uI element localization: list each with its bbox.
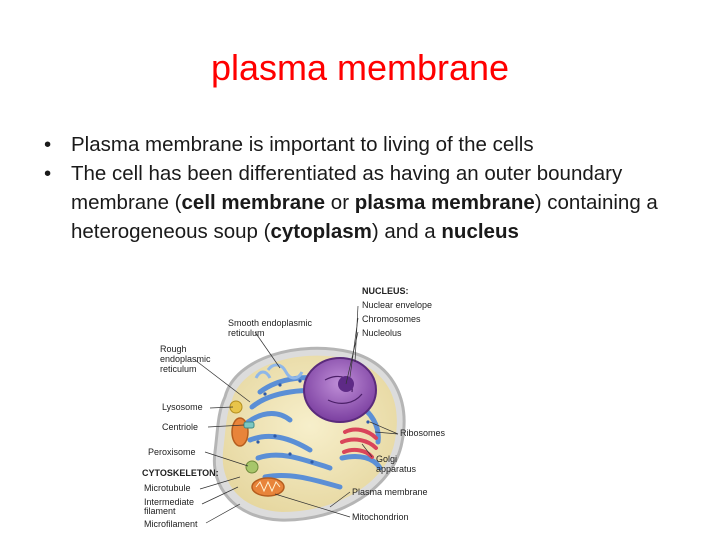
bullet-dot: • [44, 162, 52, 185]
bold-term: nucleus [441, 220, 519, 243]
label-chromosomes: Chromosomes [362, 314, 421, 324]
bold-term: plasma membrane [354, 191, 535, 214]
label-intermediate-line2: filament [144, 506, 176, 516]
bullet-run: or [325, 191, 355, 214]
label-lysosome: Lysosome [162, 402, 203, 412]
label-plasma-membrane: Plasma membrane [352, 487, 428, 497]
cell-illustration: NUCLEUS: Nuclear envelope Chromosomes Nu… [142, 286, 446, 529]
smooth-er-shape [254, 363, 304, 380]
label-rough-er-line3: reticulum [160, 364, 197, 374]
label-centriole: Centriole [162, 422, 198, 432]
peroxisome-shape [245, 460, 259, 474]
label-microfilament: Microfilament [144, 519, 198, 529]
bullet-text: The cell has been differentiated as havi… [71, 162, 658, 243]
golgi-apparatus-shape [340, 427, 378, 459]
bullet-item: • Plasma membrane is important to living… [44, 130, 694, 159]
label-smooth-er-line2: reticulum [228, 328, 265, 338]
animal-cell-diagram: NUCLEUS: Nuclear envelope Chromosomes Nu… [140, 282, 450, 538]
nucleus-shape [303, 357, 377, 423]
mitochondrion-shape [231, 417, 285, 497]
label-golgi-line1: Golgi [376, 454, 397, 464]
slide-title: plasma membrane [210, 47, 510, 88]
label-golgi-line2: apparatus [376, 464, 417, 474]
centriole-shape [243, 421, 255, 429]
label-mitochondrion: Mitochondrion [352, 512, 409, 522]
bold-term: cell membrane [181, 191, 326, 214]
bullet-run: ) and a [371, 220, 442, 243]
bullet-run: The cell has been differentiated as havi… [71, 162, 623, 214]
bullet-list: • Plasma membrane is important to living… [44, 130, 694, 246]
label-nucleolus: Nucleolus [362, 328, 402, 338]
label-nuclear-envelope: Nuclear envelope [362, 300, 432, 310]
label-nucleus-header: NUCLEUS: [362, 286, 409, 296]
bullet-run: ) containing a heterogeneous soup ( [71, 191, 658, 243]
label-rough-er-line2: endoplasmic [160, 354, 211, 364]
bullet-item: • The cell has been differentiated as ha… [44, 159, 694, 246]
bullet-dot: • [44, 133, 52, 156]
label-ribosomes: Ribosomes [400, 428, 446, 438]
label-rough-er-line1: Rough [160, 344, 187, 354]
label-smooth-er-line1: Smooth endoplasmic [228, 318, 313, 328]
bold-term: cytoplasm [270, 220, 372, 243]
bullet-run: Plasma membrane is important to living o… [71, 133, 534, 156]
label-microtubule: Microtubule [144, 483, 191, 493]
bullet-text: Plasma membrane is important to living o… [71, 133, 534, 156]
label-intermediate-line1: Intermediate [144, 497, 194, 507]
label-cytoskeleton-header: CYTOSKELETON: [142, 468, 219, 478]
label-peroxisome: Peroxisome [148, 447, 196, 457]
